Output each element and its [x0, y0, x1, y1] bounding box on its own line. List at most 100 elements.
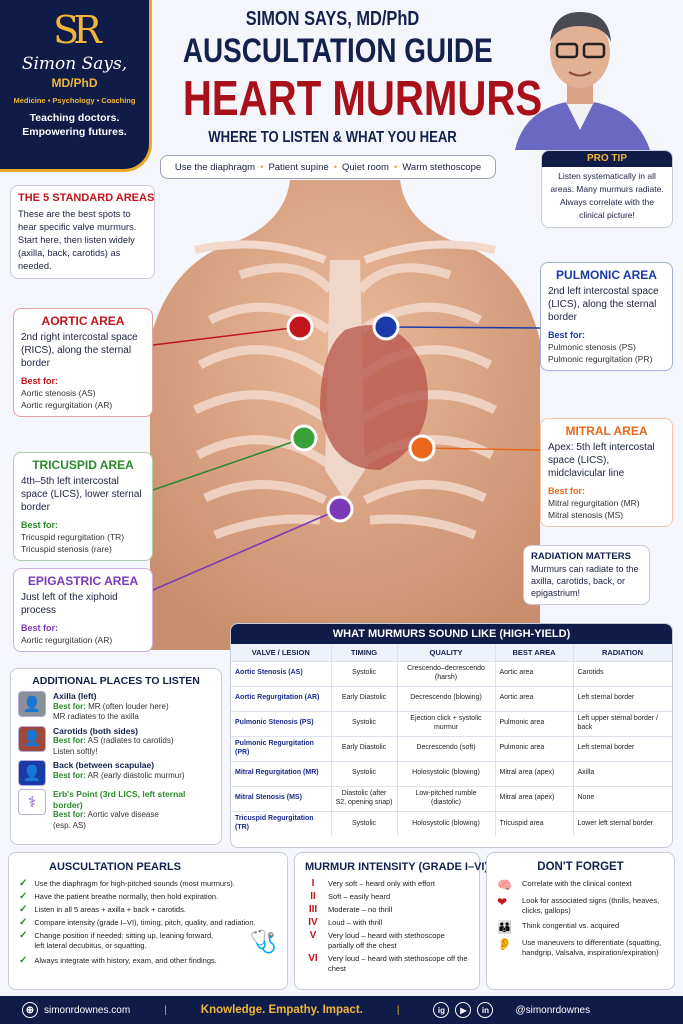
- grade-numeral: I: [311, 878, 315, 889]
- additional-place-name: Erb's Point (3rd LICS, left sternal bord…: [53, 789, 186, 810]
- dont-forget-text: Use maneuvers to differentiate (squattin…: [522, 938, 662, 957]
- table-cell: Mitral Regurgitation (MR): [231, 760, 332, 786]
- aortic-best-for-item: Aortic stenosis (AS): [21, 388, 96, 398]
- header-title: AUSCULTATION GUIDE: [182, 32, 493, 70]
- table-cell: None: [573, 785, 672, 811]
- header-subtitle: WHERE TO LISTEN & WHAT YOU HEAR: [208, 129, 457, 146]
- instagram-icon[interactable]: ig: [433, 1002, 450, 1018]
- youtube-icon[interactable]: ▶: [455, 1002, 472, 1018]
- pro-tip-title: PRO TIP: [542, 151, 672, 167]
- grade-description: Very loud – heard with stethoscope off t…: [328, 954, 468, 973]
- dont-forget-title: DON'T FORGET: [537, 861, 624, 873]
- table-cell: Pulmonic area: [495, 735, 574, 761]
- pearls-card: AUSCULTATION PEARLS ✓Use the diaphragm f…: [8, 852, 288, 990]
- epigastric-area-location: Just left of the xiphoid process: [21, 592, 118, 616]
- pulmonic-area-title: PULMONIC AREA: [556, 268, 657, 282]
- website-link[interactable]: simonrdownes.com: [44, 1004, 131, 1016]
- additional-place-item: ⚕Erb's Point (3rd LICS, left sternal bor…: [18, 789, 214, 831]
- pearl-text: Always integrate with history, exam, and…: [34, 956, 217, 965]
- dont-forget-item: ❤ Look for associated signs (thrills, hea…: [497, 896, 664, 916]
- grade-numeral: V: [309, 930, 317, 941]
- table-cell: Axilla: [573, 760, 672, 786]
- standard-areas-text: These are the best spots to hear specifi…: [18, 209, 137, 271]
- dont-forget-text: Look for associated signs (thrills, heav…: [522, 896, 660, 915]
- radiation-card: RADIATION MATTERS Murmurs can radiate to…: [523, 545, 650, 605]
- table-cell: Aortic Stenosis (AS): [231, 660, 332, 686]
- table-cell: Aortic area: [495, 660, 574, 686]
- logo-tagline: Medicine • Psychology • Coaching: [13, 96, 136, 105]
- additional-place-item: 👤Axilla (left)Best for: MR (often louder…: [18, 691, 214, 723]
- aortic-best-for-label: Best for:: [21, 376, 59, 386]
- grade-numeral: II: [310, 891, 316, 902]
- table-header: QUALITY: [397, 644, 496, 661]
- table-cell: Low-pitched rumble (diastolic): [397, 785, 496, 811]
- pearl-item: ✓ Always integrate with history, exam, an…: [19, 956, 277, 966]
- check-icon: ✓: [19, 955, 28, 966]
- mitral-best-for-item: Mitral regurgitation (MR): [548, 498, 640, 508]
- social-handle[interactable]: @simonrdownes: [515, 1004, 591, 1016]
- additional-place-item: 👤Carotids (both sides)Best for: AS (radi…: [18, 725, 214, 758]
- additional-places-card: ADDITIONAL PLACES TO LISTEN 👤Axilla (lef…: [10, 668, 222, 845]
- table-cell: Systolic: [331, 760, 398, 786]
- table-cell: Aortic Regurgitation (AR): [231, 685, 332, 711]
- check-icon: ✓: [19, 917, 28, 928]
- header-headline: HEART MURMURS: [182, 72, 543, 126]
- table-cell: Mitral area (apex): [495, 760, 574, 786]
- neck-carotid-icon: 👤: [18, 725, 46, 752]
- brand-logo-panel: SR Simon Says, MD/PhD Medicine • Psychol…: [0, 0, 152, 172]
- family-icon: 👪: [497, 920, 512, 934]
- table-cell: Tricuspid area: [495, 810, 574, 836]
- stethoscope-icon: 🩺: [249, 929, 277, 954]
- dont-forget-text: Correlate with the clinical context: [522, 879, 632, 888]
- additional-place-best: Best for: Aortic valve disease: [53, 810, 214, 821]
- ear-icon: 👂: [497, 937, 512, 951]
- best-for-value: MR (often louder here): [88, 701, 169, 711]
- table-cell: Early Diastolic: [331, 735, 398, 761]
- table-cell: Left sternal border: [573, 735, 672, 761]
- best-for-value: AS (radiates to carotids): [87, 736, 174, 745]
- table-cell: Mitral Stenosis (MS): [231, 785, 332, 811]
- aortic-area-title: AORTIC AREA: [41, 314, 125, 328]
- table-cell: Decrescendo (blowing): [397, 685, 496, 711]
- tricuspid-best-for-item: Tricuspid stenosis (rare): [21, 544, 112, 554]
- pearls-title: AUSCULTATION PEARLS: [49, 861, 181, 873]
- check-icon: ✓: [19, 891, 28, 902]
- table-cell: Carotids: [573, 660, 672, 686]
- additional-place-note: (esp. AS): [53, 820, 86, 830]
- grade-numeral: III: [308, 904, 318, 915]
- pulmonic-best-for-item: Pulmonic regurgitation (PR): [548, 354, 653, 364]
- best-for-label: Best for:: [53, 736, 86, 745]
- table-cell: Systolic: [331, 660, 398, 686]
- murmur-table-title: WHAT MURMURS SOUND LIKE (HIGH-YIELD): [231, 624, 672, 644]
- standard-areas-card: THE 5 STANDARD AREAS These are the best …: [10, 185, 155, 279]
- dont-forget-text: Think congential vs. acquired: [522, 921, 620, 930]
- intensity-title: MURMUR INTENSITY (GRADE I–VI): [305, 861, 489, 873]
- additional-place-item: 👤Back (between scapulae)Best for: AR (ea…: [18, 760, 214, 786]
- table-cell: Pulmonic Stenosis (PS): [231, 710, 332, 736]
- aortic-best-for-item: Aortic regurgitation (AR): [21, 400, 113, 410]
- pulmonic-best-for-label: Best for:: [548, 330, 586, 340]
- logo-mission-1: Teaching doctors.: [29, 112, 120, 124]
- tricuspid-best-for-item: Tricuspid regurgitation (TR): [21, 532, 125, 542]
- table-row: Aortic Regurgitation (AR)Early Diastolic…: [231, 685, 672, 711]
- epigastric-best-for-item: Aortic regurgitation (AR): [21, 635, 113, 645]
- best-for-value: AR (early diastolic murmur): [87, 770, 185, 780]
- table-cell: Left sternal border: [573, 685, 672, 711]
- grade-numeral: IV: [308, 917, 318, 928]
- linkedin-icon[interactable]: in: [477, 1002, 494, 1018]
- best-for-label: Best for:: [53, 770, 86, 780]
- additional-places-title: ADDITIONAL PLACES TO LISTEN: [32, 675, 200, 687]
- tip: Warm stethoscope: [402, 161, 482, 173]
- heart-icon: ❤: [497, 895, 508, 909]
- epigastric-area-title: EPIGASTRIC AREA: [27, 574, 139, 588]
- mitral-best-for-item: Mitral stenosis (MS): [548, 510, 624, 520]
- aortic-area-location: 2nd right intercostal space (RICS), alon…: [21, 332, 138, 369]
- table-row: Pulmonic Regurgitation (PR)Early Diastol…: [231, 735, 672, 761]
